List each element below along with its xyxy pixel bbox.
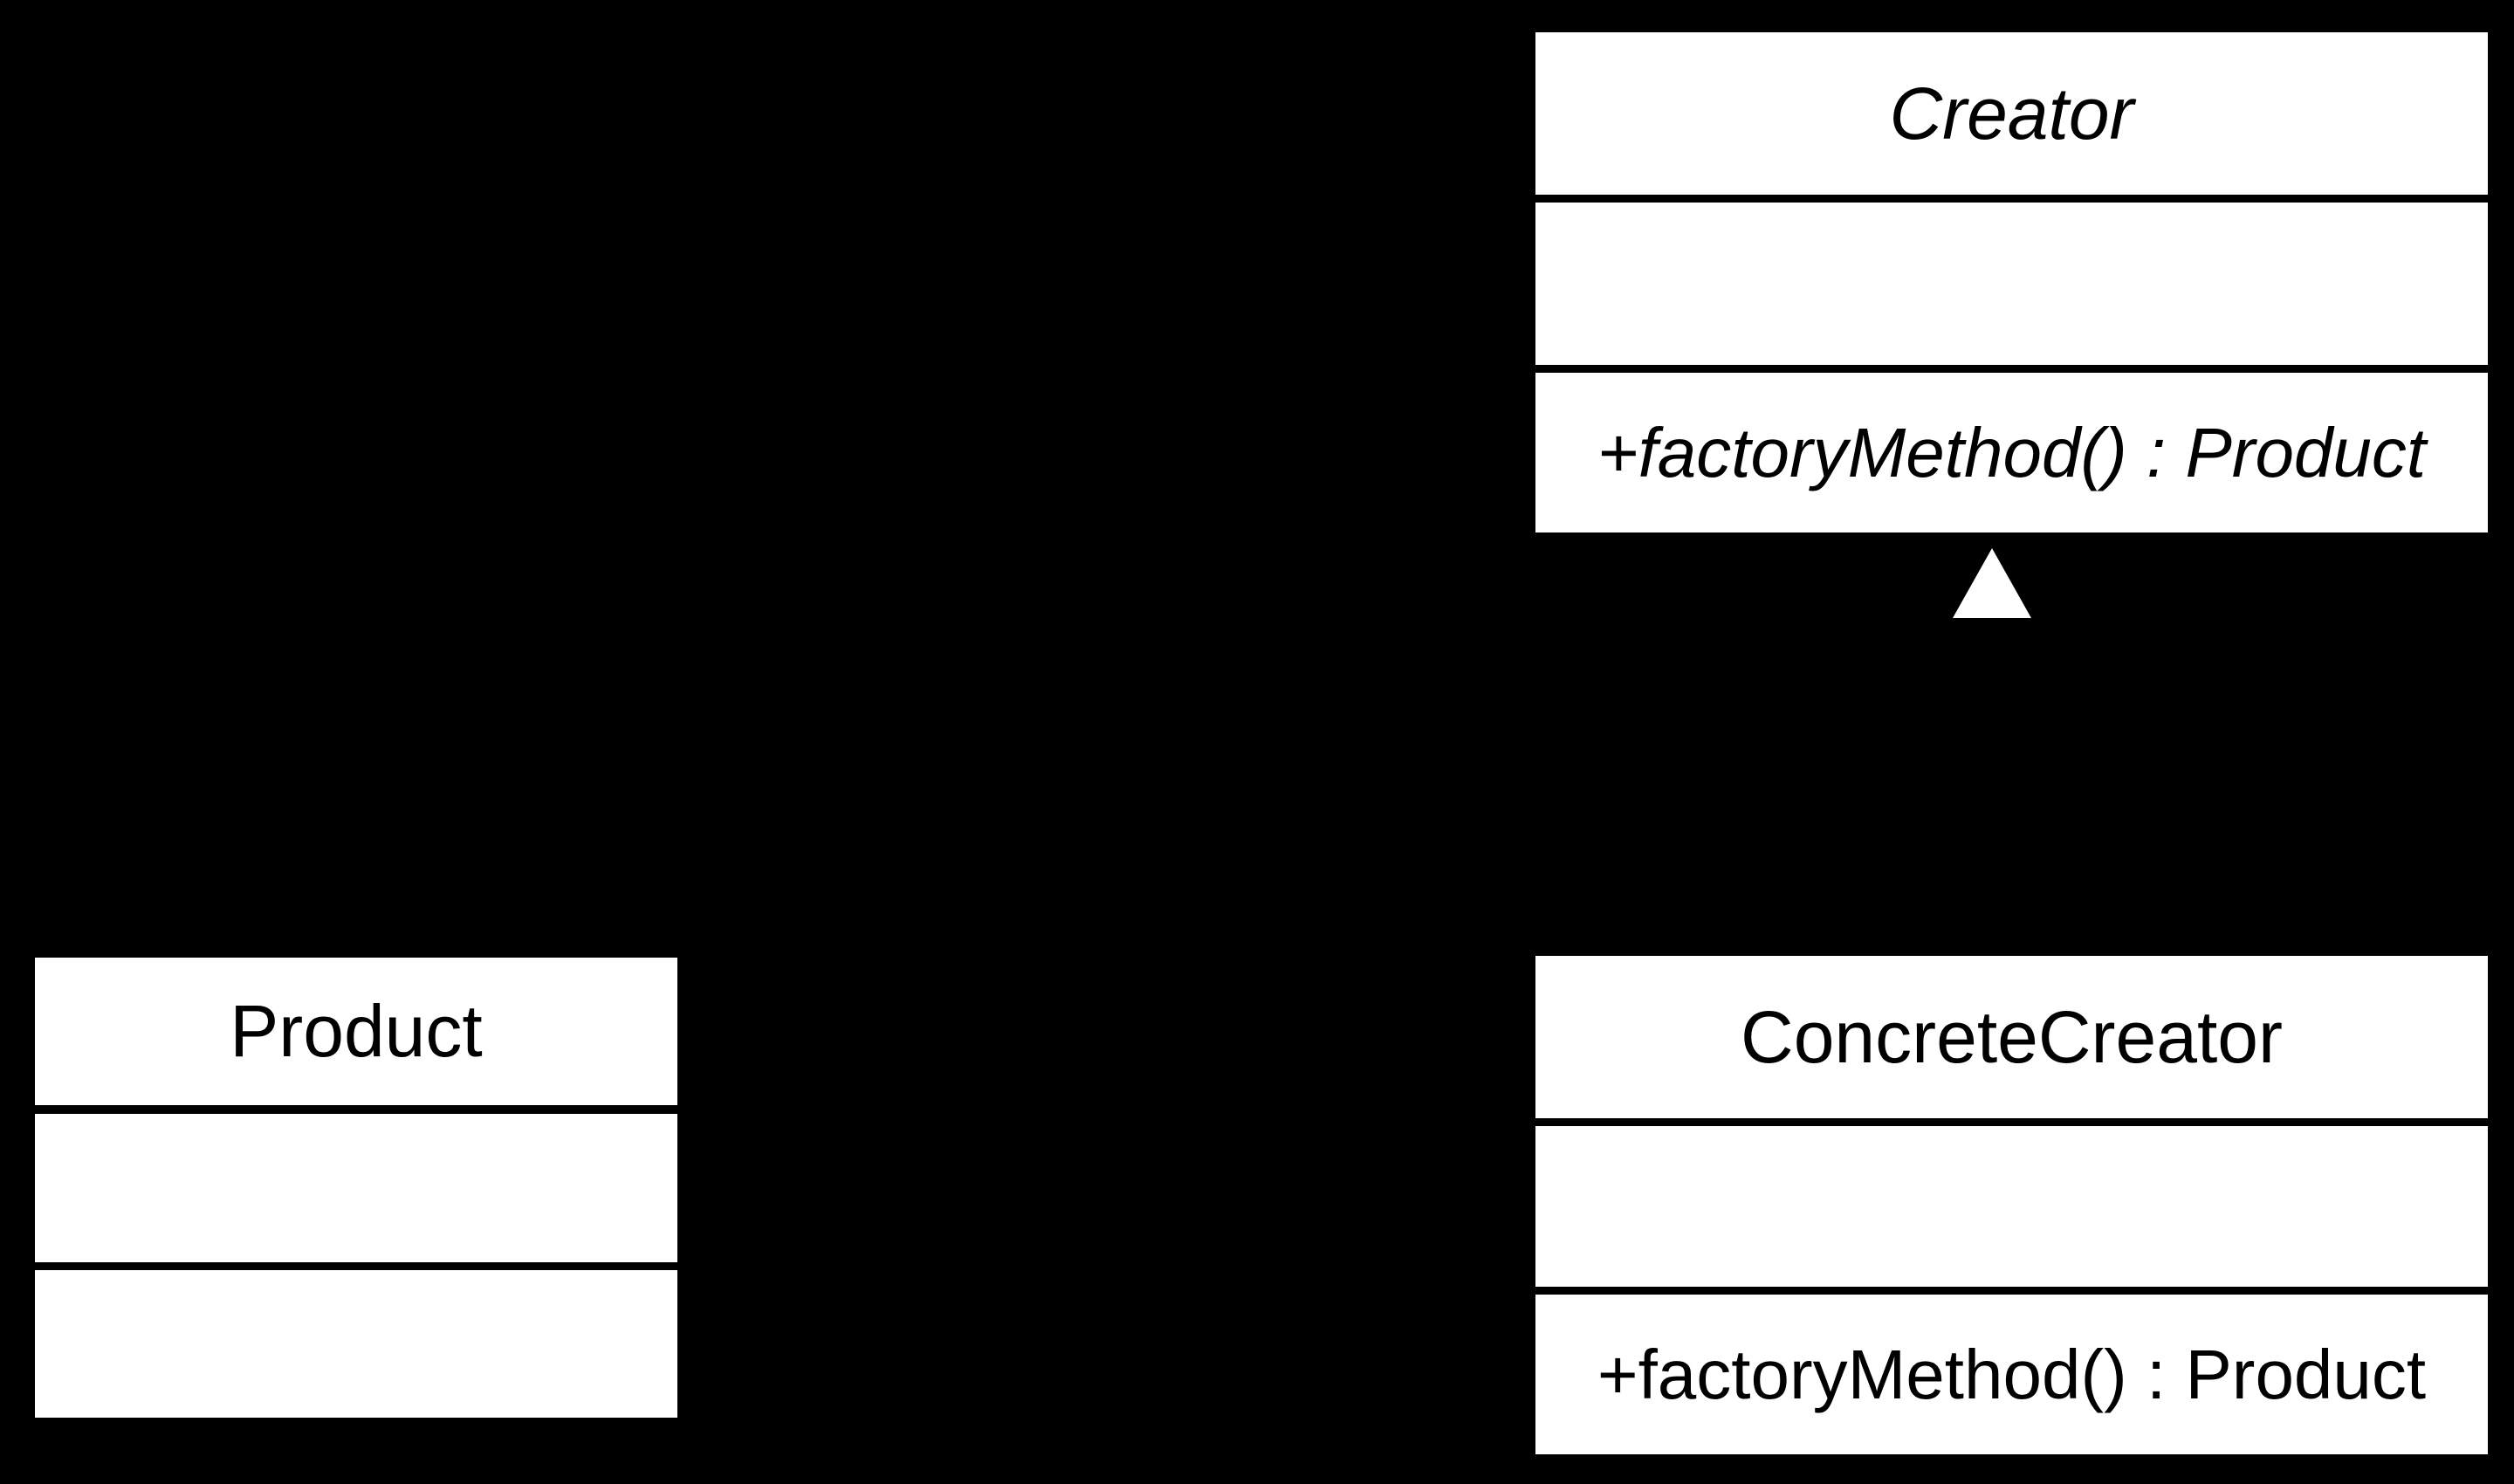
attributes-compartment-concretecreator [1535,1118,2488,1287]
class-box-concretecreator: ConcreteCreator +factoryMethod() : Produ… [1535,956,2488,1454]
method-factorymethod-creator: +factoryMethod() : Product [1535,365,2488,532]
class-name-creator: Creator [1889,72,2134,155]
class-box-product: Product [35,958,677,1418]
class-name-concretecreator: ConcreteCreator [1741,995,2283,1078]
methods-compartment-product [35,1262,677,1418]
class-name-product: Product [230,990,483,1072]
attributes-compartment-product [35,1105,677,1262]
attributes-compartment-creator [1535,195,2488,365]
class-box-creator: Creator +factoryMethod() : Product [1535,32,2488,532]
generalization-triangle-icon [1953,548,2031,618]
method-factorymethod-concretecreator: +factoryMethod() : Product [1535,1287,2488,1454]
